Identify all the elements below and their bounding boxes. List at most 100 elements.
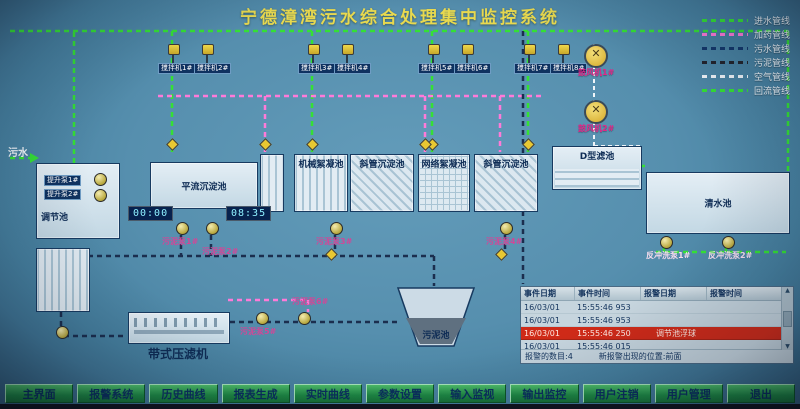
alarm-panel: 事件日期 事件时间 报警日期 报警时间 16/03/01 15:55:46 95…: [520, 286, 794, 364]
nav-user-logout-button[interactable]: 用户注销: [582, 384, 651, 403]
tank-d-filter: D型滤池: [552, 146, 642, 190]
tank-mechanical-flocculation: 机械絮凝池: [294, 154, 348, 212]
sludge-tank-label: 污泥池: [422, 331, 450, 341]
lift-pump-1-icon[interactable]: [94, 173, 107, 186]
scroll-up-icon[interactable]: ▲: [785, 287, 790, 294]
sludge-pump-2-icon[interactable]: [206, 222, 219, 235]
mixer-3-label: 搅拌机3#: [298, 63, 336, 74]
legend-swatch-return: [701, 88, 748, 92]
mixer-7-icon[interactable]: [524, 44, 536, 55]
lift-pump-2-icon[interactable]: [94, 189, 107, 202]
mixer-4-label: 搅拌机4#: [334, 63, 372, 74]
alarm-header-cell: 报警时间: [707, 287, 782, 300]
tank-regulation-label: 调节池: [41, 213, 69, 223]
tank-horizontal-sedimentation: 平流沉淀池: [150, 162, 258, 209]
legend-swatch-air: [701, 74, 748, 78]
page-title: 宁德漳湾污水综合处理集中监控系统: [240, 8, 560, 28]
alarm-cell-date: 16/03/01: [524, 302, 560, 312]
alarm-table-header: 事件日期 事件时间 报警日期 报警时间: [521, 287, 782, 301]
belt-press-band: [134, 330, 224, 334]
mixer-7-label: 搅拌机7#: [514, 63, 552, 74]
blower-1-icon[interactable]: [584, 44, 608, 68]
nav-report-button[interactable]: 报表生成: [221, 384, 290, 403]
nav-output-monitor-button[interactable]: 输出监控: [510, 384, 579, 403]
lift-pump-1-label: 提升泵1#: [44, 175, 82, 186]
sludge-pump-1-icon[interactable]: [176, 222, 189, 235]
belt-press-rollers: [134, 318, 224, 327]
legend-swatch-water: [701, 18, 748, 22]
lift-pump-2-label: 提升泵2#: [44, 189, 82, 200]
alarm-cell-date: 16/03/01: [524, 315, 560, 325]
nav-realtime-curve-button[interactable]: 实时曲线: [293, 384, 362, 403]
mixer-6-icon[interactable]: [462, 44, 474, 55]
alarm-row-active[interactable]: 16/03/01 15:55:46 250 调节池浮球: [521, 327, 782, 340]
sludge-tank-shape: [396, 287, 476, 347]
backwash-pump-1-icon[interactable]: [660, 236, 673, 249]
mixer-6-label: 搅拌机6#: [454, 63, 492, 74]
alarm-header-cell: 事件日期: [521, 287, 575, 300]
tank-clear-water-label: 清水池: [704, 199, 732, 210]
alarm-header-cell: 报警日期: [641, 287, 707, 300]
mixer-5-shaft: [432, 53, 434, 64]
alarm-cell-message: 调节池浮球: [656, 328, 696, 338]
nav-alarm-system-button[interactable]: 报警系统: [77, 384, 146, 403]
alarm-row[interactable]: 16/03/01 15:55:46 953: [521, 314, 782, 327]
bottom-nav: 主界面 报警系统 历史曲线 报表生成 实时曲线 参数设置 输入监视 输出监控 用…: [5, 384, 796, 403]
nav-history-curve-button[interactable]: 历史曲线: [149, 384, 218, 403]
mixer-8-icon[interactable]: [558, 44, 570, 55]
nav-user-management-button[interactable]: 用户管理: [654, 384, 723, 403]
scroll-thumb[interactable]: [783, 310, 792, 327]
dosing-pipes: [158, 94, 545, 312]
mixer-5-label: 搅拌机5#: [418, 63, 456, 74]
backwash-pump-2-icon[interactable]: [722, 236, 735, 249]
backwash-pump-2-label: 反冲洗泵2#: [708, 251, 753, 260]
mixer-3-icon[interactable]: [308, 44, 320, 55]
blower-2-icon[interactable]: [584, 100, 608, 124]
water-pipes: [10, 29, 790, 254]
nav-input-monitor-button[interactable]: 输入监视: [438, 384, 507, 403]
sludge-pump-3-icon[interactable]: [330, 222, 343, 235]
alarm-cell-time: 15:55:46 953: [577, 302, 631, 312]
legend-item: 污泥管线: [701, 55, 790, 69]
sludge-pump-5-icon[interactable]: [256, 312, 269, 325]
nav-parameter-settings-button[interactable]: 参数设置: [365, 384, 435, 403]
sludge-pump-6-icon[interactable]: [298, 312, 311, 325]
mixer-3-shaft: [312, 53, 314, 64]
nav-main-button[interactable]: 主界面: [5, 384, 74, 403]
sludge-pump-4-label: 污泥泵4#: [486, 237, 523, 246]
mixer-6-shaft: [466, 53, 468, 64]
alarm-row[interactable]: 16/03/01 15:55:46 953: [521, 301, 782, 314]
tank-grid-flocculation: 网络絮凝池: [418, 154, 470, 212]
mixer-4-icon[interactable]: [342, 44, 354, 55]
mixer-1-icon[interactable]: [168, 44, 180, 55]
mixer-5-icon[interactable]: [428, 44, 440, 55]
legend-swatch-sludge: [701, 60, 748, 64]
legend-item: 回流管线: [701, 83, 790, 97]
alarm-scrollbar[interactable]: ▲ ▼: [781, 287, 793, 350]
legend-label: 回流管线: [753, 86, 790, 97]
sludge-pump-3-label: 污泥泵3#: [316, 237, 353, 246]
sludge-pump-5-label: 污泥泵5#: [240, 327, 277, 336]
pipe-legend: 进水管线 加药管线 污水管线 污泥管线 空气管线 回流管线: [701, 13, 790, 97]
alarm-cell-date: 16/03/01: [524, 341, 560, 351]
mixer-8-shaft: [562, 53, 564, 64]
legend-item: 空气管线: [701, 69, 790, 83]
floc-channel: [260, 154, 284, 212]
tank-inclined-sedimentation-2-label: 斜管沉淀池: [483, 160, 529, 170]
legend-item: 进水管线: [701, 13, 790, 27]
alarm-cell-time: 15:55:46 250: [577, 328, 631, 338]
tank-mechanical-flocculation-label: 机械絮凝池: [298, 160, 344, 170]
mixer-2-icon[interactable]: [202, 44, 214, 55]
nav-exit-button[interactable]: 退出: [726, 384, 796, 403]
dosing-pump-icon[interactable]: [56, 326, 69, 339]
legend-swatch-dosing: [701, 32, 748, 36]
legend-label: 进水管线: [753, 16, 790, 27]
mixer-2-shaft: [206, 53, 208, 64]
mixer-1-shaft: [172, 53, 174, 64]
mixer-7-shaft: [528, 53, 530, 64]
sludge-pump-4-icon[interactable]: [500, 222, 513, 235]
tank-inclined-sedimentation-2: 斜管沉淀池: [474, 154, 538, 212]
scroll-down-icon[interactable]: ▼: [785, 343, 790, 350]
